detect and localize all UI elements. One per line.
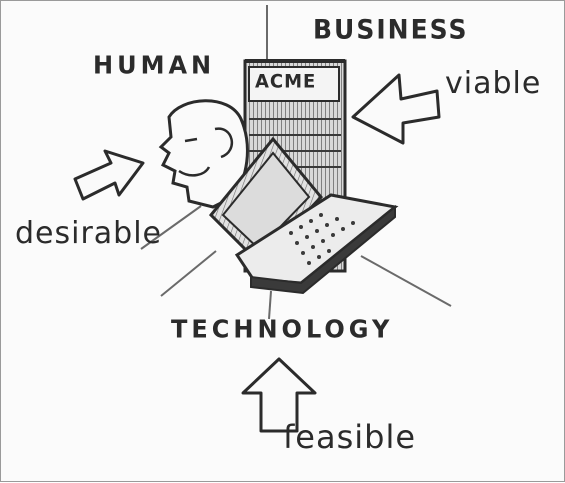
viable-arrow-icon [351, 73, 441, 145]
feasible-arrow-icon [241, 357, 317, 433]
label-feasible: feasible [283, 418, 417, 456]
label-desirable: desirable [15, 216, 163, 251]
label-company: ACME [255, 70, 317, 93]
axis-lines [140, 5, 452, 320]
label-technology: TECHNOLOGY [171, 314, 394, 344]
label-business: BUSINESS [313, 14, 469, 45]
label-human: HUMAN [93, 50, 216, 80]
axis-line-lower-left [160, 250, 217, 297]
desirable-arrow-icon [73, 149, 145, 201]
axis-line-right [360, 255, 452, 307]
human-head-icon [158, 99, 249, 209]
axis-line-left [140, 205, 202, 250]
label-viable: viable [445, 66, 542, 101]
laptop-icon [208, 136, 399, 295]
axis-line-bottom [268, 290, 272, 320]
